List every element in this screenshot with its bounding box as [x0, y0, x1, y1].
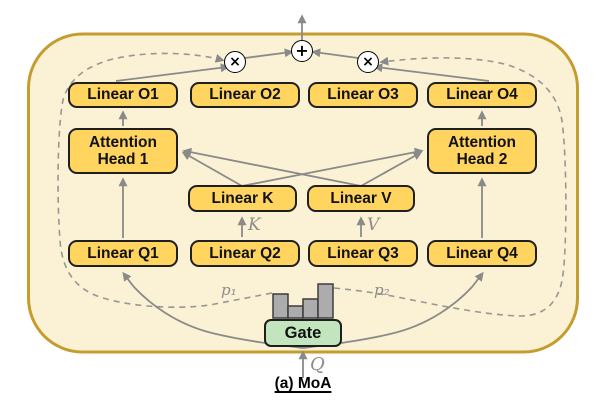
arrow-multiply-left-to-sum: [244, 48, 294, 59]
arrow-v-to-head1: [182, 147, 362, 187]
linear-o4-box: Linear O4: [427, 82, 537, 108]
linear-k-box: Linear K: [188, 185, 297, 212]
gate-prob-bar: [287, 305, 304, 319]
arrow-multiply-right-to-sum: [311, 48, 359, 59]
linear-q1-box: Linear Q1: [68, 240, 178, 267]
multiply-right-icon: ×: [357, 51, 379, 73]
arrow-v-to-head2: [360, 151, 423, 187]
linear-o2-box: Linear O2: [190, 82, 300, 108]
gate-box: Gate: [264, 319, 342, 347]
gate-prob-bar: [272, 293, 289, 319]
gate-prob-bar: [302, 298, 319, 319]
p1-label: p₁: [221, 281, 237, 299]
linear-o3-box: Linear O3: [308, 82, 418, 108]
k-input-label: K: [248, 215, 261, 235]
attention-head-2-box: Attention Head 2: [427, 128, 537, 174]
linear-v-box: Linear V: [307, 185, 415, 212]
p2-label: p₂: [374, 281, 390, 299]
linear-q4-box: Linear Q4: [427, 240, 537, 267]
linear-o1-box: Linear O1: [68, 82, 178, 108]
gate-probability-histogram: [272, 283, 334, 319]
linear-q2-box: Linear Q2: [190, 240, 300, 267]
dashed-p1-route: [57, 52, 273, 308]
arrow-k-to-head2: [241, 147, 424, 187]
arrow-o4-to-multiply: [373, 63, 490, 82]
add-icon: +: [291, 40, 313, 62]
attention-head-1-box: Attention Head 1: [68, 128, 178, 174]
multiply-left-icon: ×: [224, 51, 246, 73]
gate-prob-bar: [317, 283, 334, 319]
v-input-label: V: [367, 215, 380, 235]
arrow-o1-to-multiply: [115, 63, 230, 82]
linear-q3-box: Linear Q3: [308, 240, 418, 267]
figure-caption: (a) MoA: [274, 375, 332, 392]
q-input-label: Q: [310, 354, 325, 375]
